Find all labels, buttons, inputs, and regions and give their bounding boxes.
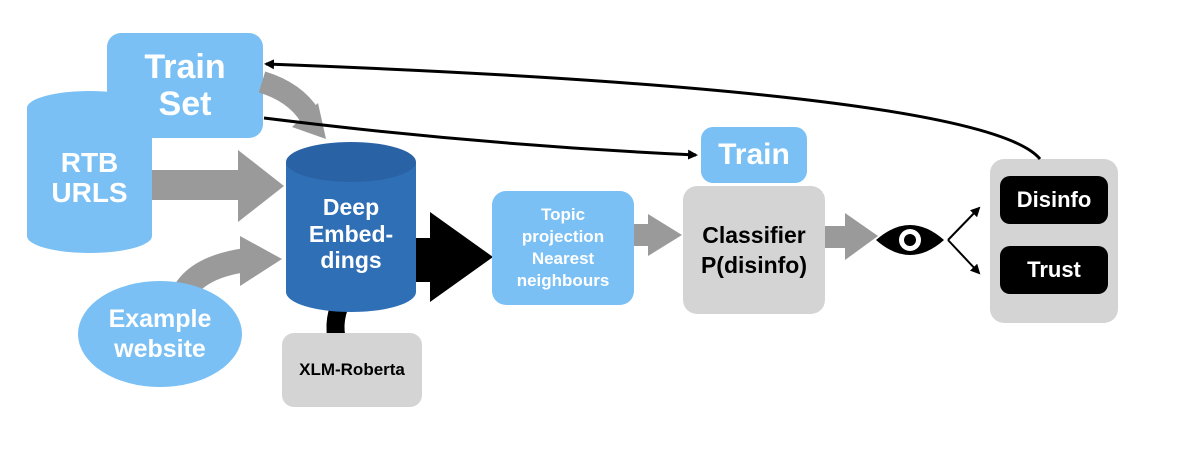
rtb-to-embeddings-arrow-shaft [152,170,240,200]
eye-to-trust-arrow [947,239,981,275]
example-website-label: Example website [108,305,212,363]
trainset-to-train-arrow [263,116,698,160]
train-box [701,127,807,183]
xlm-roberta-box [282,333,422,407]
deep-embeddings-cylinder [286,142,416,312]
trainset-to-embeddings-arrow-shaft [258,71,320,123]
trust-box [1000,246,1108,294]
deep-embeddings-label: Deep Embed- dings [308,194,394,274]
trust-label: Trust [1027,257,1081,283]
classifier-to-eye-arrowhead [845,213,878,260]
topic-to-classifier-arrow-shaft [634,224,650,246]
disinfo-label: Disinfo [1016,187,1092,213]
xlm-roberta-label: XLM-Roberta [299,359,405,379]
trainset-to-embeddings-arrowhead [292,103,326,139]
topic-to-classifier-arrowhead [648,214,682,256]
classifier-to-eye-arrow-shaft [825,226,847,248]
train-set-box [107,33,263,138]
feedback-to-trainset-arrow [264,59,1042,160]
eye-to-disinfo-arrow [947,206,981,241]
train-label: Train [718,137,790,171]
topic-projection-label: Topic projection Nearest neighbours [516,204,610,291]
topic-projection-box [492,191,634,305]
example-website-ellipse [78,281,242,387]
eye-icon [876,225,944,255]
classifier-box [683,186,825,314]
embeddings-to-topic-arrowhead [430,212,493,302]
disinfo-box [1000,176,1108,224]
train-set-label: Train Set [144,47,226,123]
example-to-embeddings-arrowhead [240,236,282,286]
rtb-to-embeddings-arrowhead [238,150,284,222]
rtb-urls-label: RTB URLS [51,146,128,208]
classifier-label: Classifier P(disinfo) [700,222,808,278]
